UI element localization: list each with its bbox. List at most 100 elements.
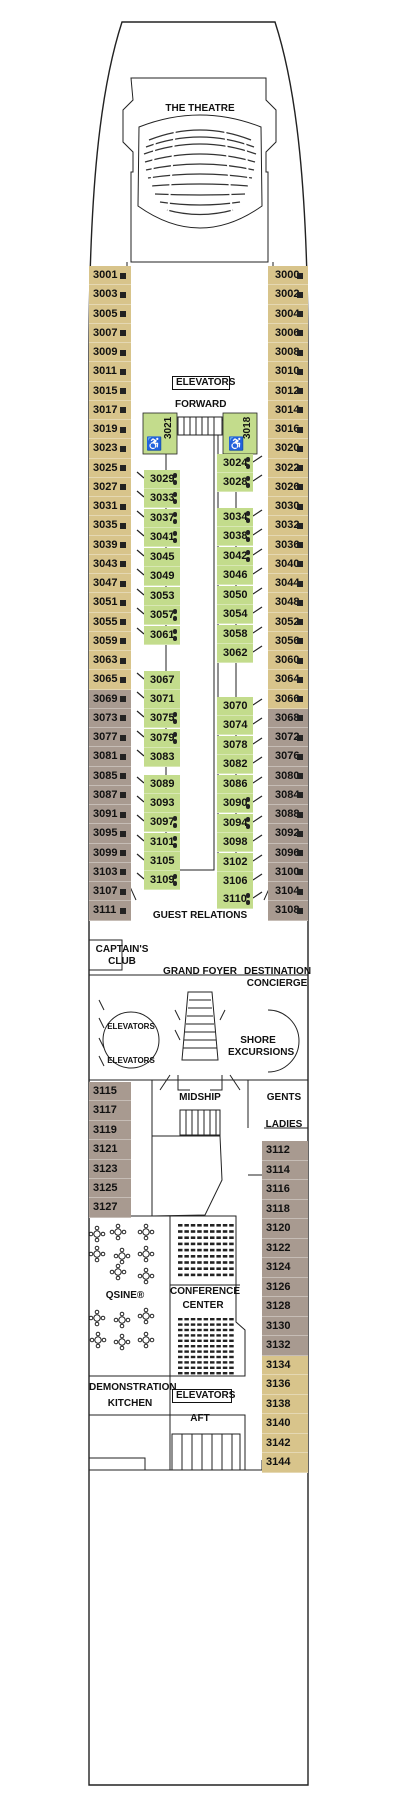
- accessible-cabin-3021[interactable]: 3021: [163, 416, 174, 439]
- cabin-3043[interactable]: 3043: [89, 554, 131, 574]
- cabin-3089[interactable]: 3089: [144, 775, 180, 794]
- elevators-midship-label-2[interactable]: ELEVATORS: [107, 1056, 155, 1065]
- demonstration-kitchen-label[interactable]: DEMONSTRATION KITCHEN: [89, 1382, 177, 1409]
- cabin-3087[interactable]: 3087: [89, 785, 131, 805]
- cabin-3051[interactable]: 3051: [89, 593, 131, 613]
- cabin-3049[interactable]: 3049: [144, 567, 180, 586]
- cabin-3101[interactable]: 3101: [144, 833, 180, 852]
- cabin-3112[interactable]: 3112: [262, 1141, 308, 1161]
- cabin-3063[interactable]: 3063: [89, 651, 131, 671]
- cabin-3081[interactable]: 3081: [89, 747, 131, 767]
- cabin-3067[interactable]: 3067: [144, 671, 180, 690]
- elevators-forward-label[interactable]: ELEVATORS: [172, 376, 235, 390]
- cabin-3026[interactable]: 3026: [268, 477, 308, 497]
- conference-center[interactable]: [169, 1215, 246, 1377]
- cabin-3082[interactable]: 3082: [217, 755, 253, 774]
- cabin-3094[interactable]: 3094: [217, 814, 253, 833]
- cabin-3032[interactable]: 3032: [268, 516, 308, 536]
- cabin-3119[interactable]: 3119: [89, 1120, 131, 1141]
- cabin-3060[interactable]: 3060: [268, 651, 308, 671]
- cabin-3030[interactable]: 3030: [268, 497, 308, 517]
- cabin-3122[interactable]: 3122: [262, 1238, 308, 1258]
- cabin-3009[interactable]: 3009: [89, 343, 131, 363]
- cabin-3041[interactable]: 3041: [144, 528, 180, 547]
- cabin-3126[interactable]: 3126: [262, 1277, 308, 1297]
- accessible-cabin-3018[interactable]: 3018: [242, 416, 253, 439]
- cabin-3017[interactable]: 3017: [89, 400, 131, 420]
- cabin-3015[interactable]: 3015: [89, 381, 131, 401]
- elevators-aft-label[interactable]: ELEVATORS: [172, 1389, 235, 1403]
- cabin-3128[interactable]: 3128: [262, 1297, 308, 1317]
- cabin-3109[interactable]: 3109: [144, 871, 180, 890]
- cabin-3118[interactable]: 3118: [262, 1199, 308, 1219]
- cabin-3071[interactable]: 3071: [144, 690, 180, 709]
- cabin-3111[interactable]: 3111: [89, 901, 131, 921]
- cabin-3069[interactable]: 3069: [89, 689, 131, 709]
- destination-concierge-label[interactable]: DESTINATION CONCIERGE: [244, 966, 312, 989]
- cabin-3100[interactable]: 3100: [268, 862, 308, 882]
- cabin-3080[interactable]: 3080: [268, 766, 308, 786]
- cabin-3096[interactable]: 3096: [268, 843, 308, 863]
- cabin-3084[interactable]: 3084: [268, 785, 308, 805]
- cabin-3075[interactable]: 3075: [144, 709, 180, 728]
- cabin-3117[interactable]: 3117: [89, 1101, 131, 1121]
- cabin-3020[interactable]: 3020: [268, 439, 308, 459]
- cabin-3136[interactable]: 3136: [262, 1375, 308, 1395]
- cabin-3034[interactable]: 3034: [217, 508, 253, 527]
- shore-excursions-label[interactable]: SHORE EXCURSIONS: [228, 1035, 295, 1058]
- cabin-3144[interactable]: 3144: [262, 1453, 308, 1473]
- cabin-3123[interactable]: 3123: [89, 1159, 131, 1179]
- cabin-3064[interactable]: 3064: [268, 670, 308, 690]
- cabin-3125[interactable]: 3125: [89, 1179, 131, 1199]
- cabin-3058[interactable]: 3058: [217, 625, 253, 644]
- cabin-3093[interactable]: 3093: [144, 794, 180, 813]
- cabin-3055[interactable]: 3055: [89, 612, 131, 632]
- ladies-label[interactable]: LADIES: [265, 1119, 303, 1130]
- cabin-3025[interactable]: 3025: [89, 458, 131, 478]
- cabin-3134[interactable]: 3134: [262, 1355, 308, 1375]
- cabin-3098[interactable]: 3098: [217, 833, 253, 852]
- cabin-3062[interactable]: 3062: [217, 644, 253, 663]
- cabin-3059[interactable]: 3059: [89, 631, 131, 651]
- cabin-3079[interactable]: 3079: [144, 729, 180, 748]
- cabin-3031[interactable]: 3031: [89, 497, 131, 517]
- cabin-3120[interactable]: 3120: [262, 1219, 308, 1239]
- cabin-3104[interactable]: 3104: [268, 882, 308, 902]
- cabin-3007[interactable]: 3007: [89, 323, 131, 343]
- cabin-3132[interactable]: 3132: [262, 1336, 308, 1356]
- cabin-3061[interactable]: 3061: [144, 626, 180, 645]
- cabin-3008[interactable]: 3008: [268, 343, 308, 363]
- cabin-3083[interactable]: 3083: [144, 748, 180, 767]
- theatre[interactable]: [122, 77, 277, 263]
- cabin-3050[interactable]: 3050: [217, 586, 253, 605]
- cabin-3072[interactable]: 3072: [268, 728, 308, 748]
- cabin-3033[interactable]: 3033: [144, 489, 180, 508]
- cabin-3106[interactable]: 3106: [217, 872, 253, 891]
- cabin-3090[interactable]: 3090: [217, 794, 253, 813]
- cabin-3074[interactable]: 3074: [217, 716, 253, 735]
- cabin-3028[interactable]: 3028: [217, 473, 253, 492]
- cabin-3035[interactable]: 3035: [89, 516, 131, 536]
- cabin-3012[interactable]: 3012: [268, 381, 308, 401]
- cabin-3052[interactable]: 3052: [268, 612, 308, 632]
- cabin-3095[interactable]: 3095: [89, 824, 131, 844]
- cabin-3140[interactable]: 3140: [262, 1414, 308, 1434]
- cabin-3057[interactable]: 3057: [144, 606, 180, 625]
- cabin-3073[interactable]: 3073: [89, 708, 131, 728]
- cabin-3037[interactable]: 3037: [144, 509, 180, 528]
- cabin-3016[interactable]: 3016: [268, 420, 308, 440]
- cabin-3004[interactable]: 3004: [268, 304, 308, 324]
- gents-label[interactable]: GENTS: [266, 1092, 302, 1103]
- cabin-3077[interactable]: 3077: [89, 728, 131, 748]
- cabin-3142[interactable]: 3142: [262, 1433, 308, 1453]
- cabin-3048[interactable]: 3048: [268, 593, 308, 613]
- cabin-3110[interactable]: 3110: [217, 890, 253, 909]
- cabin-3102[interactable]: 3102: [217, 853, 253, 872]
- cabin-3068[interactable]: 3068: [268, 708, 308, 728]
- cabin-3065[interactable]: 3065: [89, 670, 131, 690]
- cabin-3070[interactable]: 3070: [217, 697, 253, 716]
- cabin-3130[interactable]: 3130: [262, 1316, 308, 1336]
- cabin-3103[interactable]: 3103: [89, 862, 131, 882]
- cabin-3107[interactable]: 3107: [89, 882, 131, 902]
- cabin-3042[interactable]: 3042: [217, 547, 253, 566]
